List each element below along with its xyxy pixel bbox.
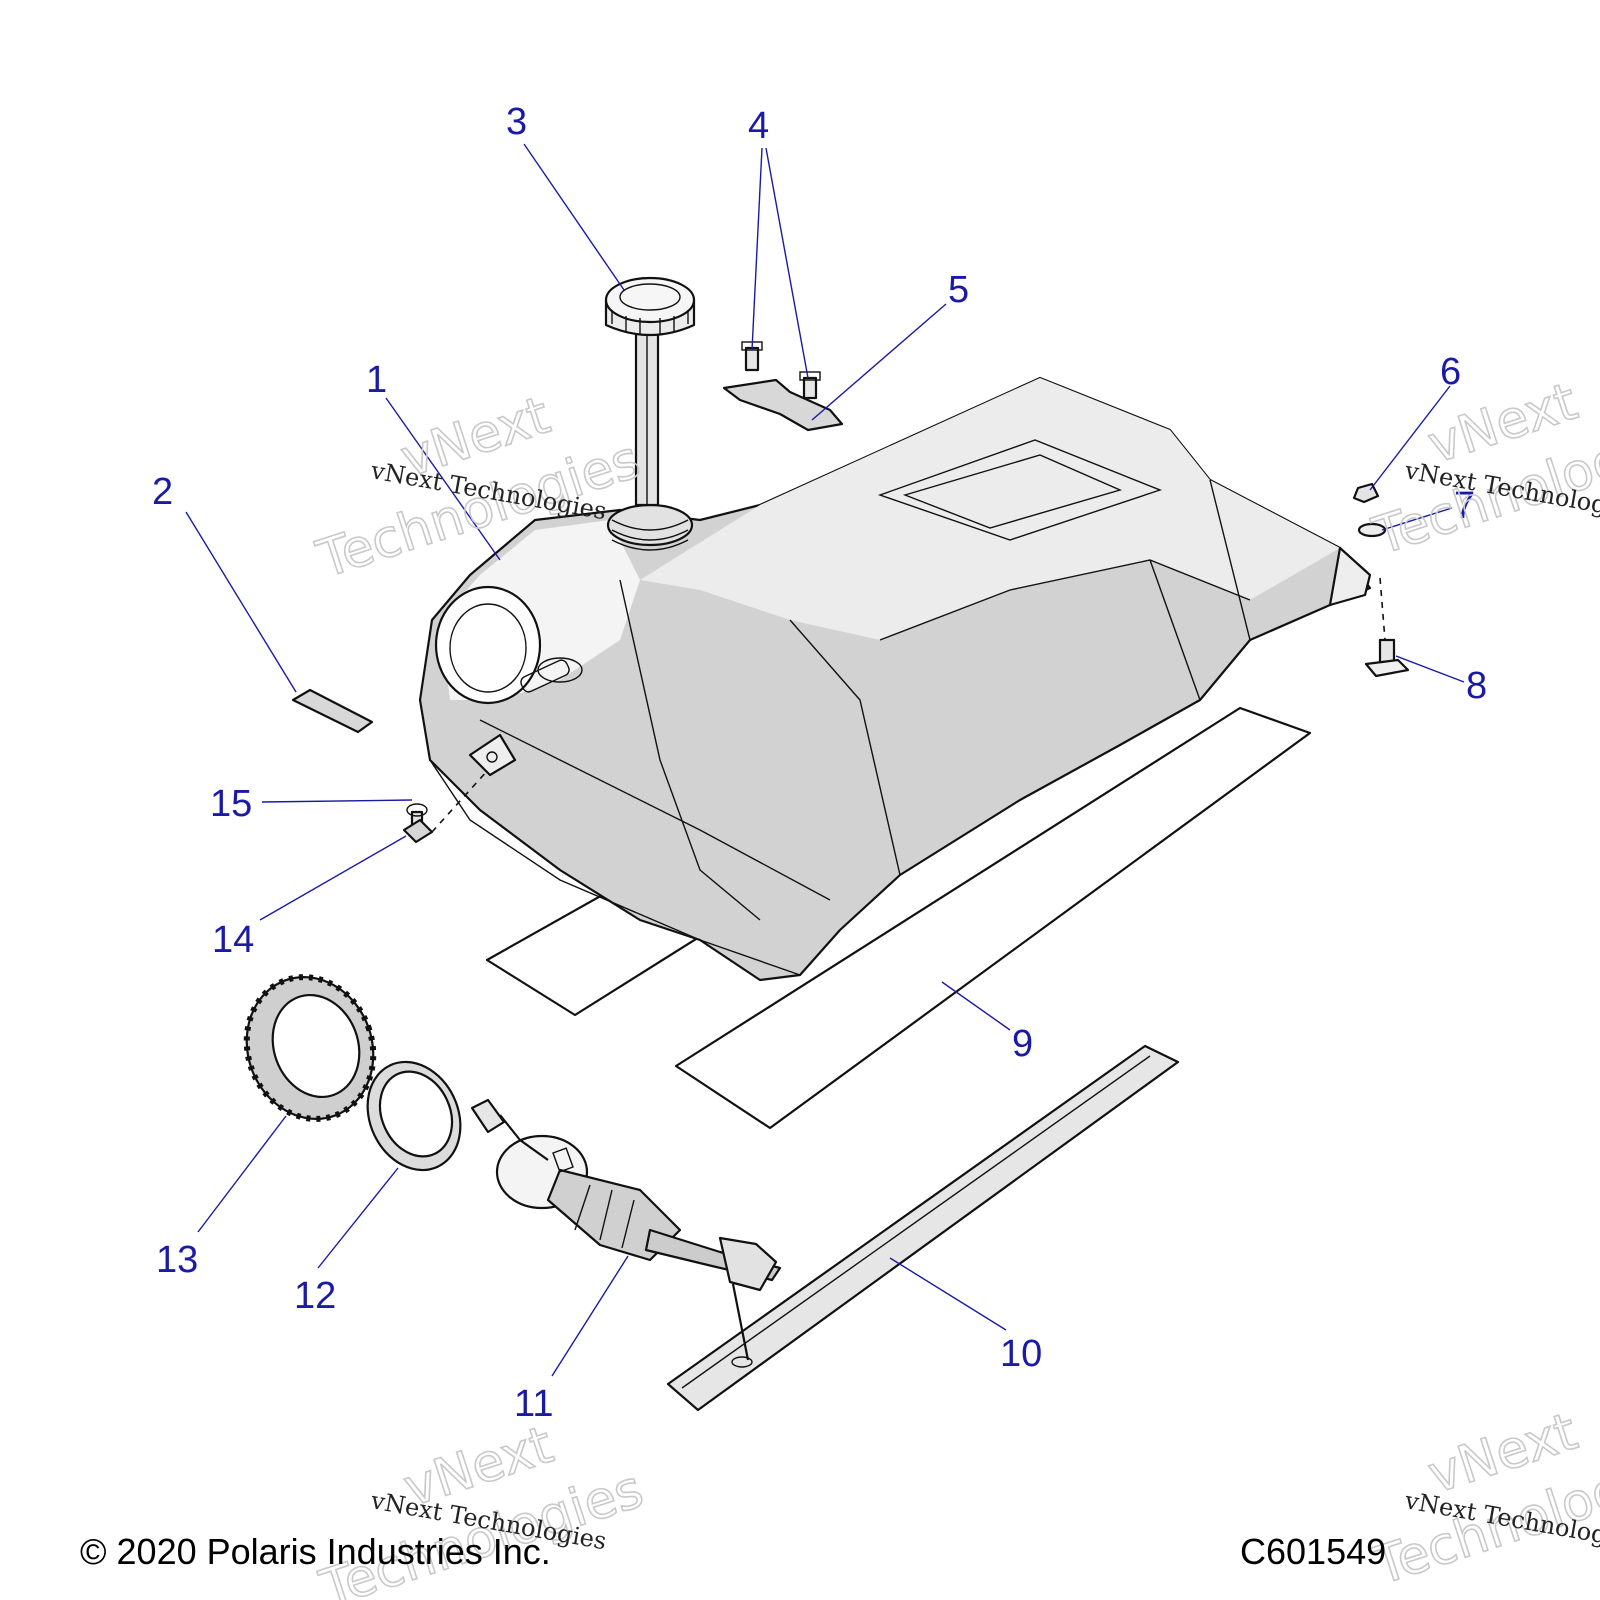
leader-lines <box>185 143 1465 1377</box>
callout-9: 9 <box>1012 1023 1033 1065</box>
callout-2: 2 <box>152 471 173 513</box>
callout-1: 1 <box>366 359 387 401</box>
fuel-cap <box>604 276 696 324</box>
washer <box>1357 522 1387 538</box>
callout-4: 4 <box>748 105 769 147</box>
drawing-id: C601549 <box>1240 1531 1386 1572</box>
callout-8: 8 <box>1466 665 1487 707</box>
pump-body <box>546 1168 682 1262</box>
fuel-cap-gauge <box>604 276 696 507</box>
lock-ring <box>243 974 377 1122</box>
bolt-right <box>802 376 818 400</box>
callout-11: 11 <box>514 1383 553 1425</box>
callout-12: 12 <box>294 1275 336 1317</box>
callout-5: 5 <box>948 269 969 311</box>
callout-3: 3 <box>506 101 527 143</box>
fuel-pump <box>470 1098 782 1368</box>
pump-connector <box>470 1098 506 1134</box>
callout-labels: 1 2 3 4 5 6 7 8 9 10 11 12 13 14 15 <box>152 101 1487 1425</box>
fuel-tank <box>418 376 1372 982</box>
nut <box>1352 482 1380 504</box>
callout-6: 6 <box>1440 351 1461 393</box>
foam-pad <box>291 688 374 734</box>
callout-10: 10 <box>1000 1333 1042 1375</box>
pump-float-arm <box>718 1236 778 1292</box>
bracket-and-bolts <box>722 341 844 432</box>
bolt-left <box>744 346 760 372</box>
filler-neck <box>606 503 694 547</box>
callout-15: 15 <box>210 783 252 825</box>
pump-seal <box>366 1060 462 1172</box>
bracket <box>722 378 844 432</box>
watermark-top-right: vNext Technologies <box>1365 371 1600 568</box>
vent-fitting <box>520 659 570 693</box>
pad-rear <box>674 706 1312 1130</box>
callout-14: 14 <box>212 919 254 961</box>
tab-hardware <box>402 769 489 844</box>
strap-body <box>666 1044 1180 1412</box>
tank-top-recess <box>877 439 1163 541</box>
callout-7: 7 <box>1454 485 1475 527</box>
tab-clip <box>402 818 434 844</box>
copyright-text: © 2020 Polaris Industries Inc. <box>80 1531 551 1572</box>
callout-13: 13 <box>156 1239 198 1281</box>
mount-tab <box>468 733 517 777</box>
tank-strap <box>666 1044 1180 1412</box>
